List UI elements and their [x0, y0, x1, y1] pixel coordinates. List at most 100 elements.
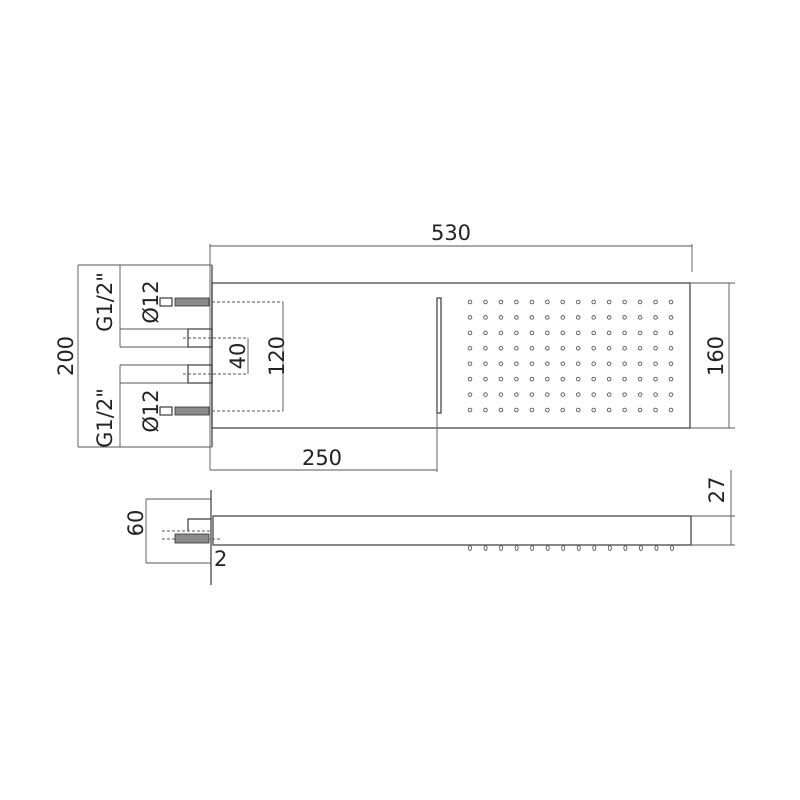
nozzle-dot	[467, 376, 473, 382]
nozzle-dot	[545, 299, 550, 305]
nozzle-dot	[483, 330, 488, 336]
nozzle-dot	[545, 330, 550, 336]
nozzle-dot	[467, 330, 473, 336]
nozzle-dot	[622, 361, 627, 366]
nozzle-dot	[606, 299, 612, 305]
nozzle-dot	[668, 315, 674, 320]
nozzle-dot	[637, 346, 643, 351]
side-nozzle	[483, 545, 488, 551]
nozzle-dot	[498, 407, 504, 413]
nozzle-dot	[591, 361, 596, 366]
nozzle-dot	[637, 315, 643, 320]
nozzle-dot	[653, 346, 658, 351]
side-nozzle	[576, 545, 581, 551]
nozzle-dot	[498, 299, 504, 305]
nozzle-dot	[637, 361, 643, 366]
nozzle-dot	[668, 330, 674, 336]
nozzle-dot	[467, 361, 473, 366]
nozzle-dot	[467, 392, 473, 397]
nozzle-dot	[483, 315, 488, 320]
nozzle-dot	[560, 361, 566, 366]
nozzle-dot	[483, 407, 488, 413]
nozzle-dot	[622, 330, 627, 336]
side-nozzle	[592, 545, 597, 551]
nozzle-dot	[591, 407, 596, 413]
nozzle-dot	[637, 376, 643, 382]
dim-wall-plate-height: 200	[54, 336, 78, 376]
nozzle-dot	[560, 346, 566, 351]
nozzle-dot	[529, 299, 535, 305]
nozzle-dot	[622, 315, 627, 320]
nozzle-dot	[653, 315, 658, 320]
nozzle-dot	[653, 330, 658, 336]
nozzle-grid	[467, 299, 674, 413]
diameter-label-upper: Ø12	[139, 280, 163, 323]
nozzle-dot	[483, 346, 488, 351]
nozzle-dot	[606, 315, 612, 320]
dim-inner-spacing: 40	[226, 343, 250, 370]
nozzle-dot	[653, 392, 658, 397]
nozzle-dot	[514, 361, 519, 366]
nozzle-dot	[591, 392, 596, 397]
nozzle-dot	[483, 361, 488, 366]
nozzle-dot	[529, 346, 535, 351]
nozzle-dot	[575, 299, 581, 305]
nozzle-dot	[514, 330, 519, 336]
nozzle-dot	[514, 299, 519, 305]
nozzle-dot	[560, 407, 566, 413]
nozzle-dot	[545, 392, 550, 397]
inlet-bracket	[187, 518, 211, 531]
nozzle-dot	[575, 392, 581, 397]
nozzle-dot	[591, 346, 596, 351]
nozzle-dot	[498, 361, 504, 366]
nozzle-dot	[575, 315, 581, 320]
nozzle-dot	[514, 315, 519, 320]
nozzle-dot	[545, 376, 550, 382]
dim-wall-depth: 60	[124, 510, 148, 537]
nozzle-dot	[560, 315, 566, 320]
dim-wall-gap: 2	[214, 547, 227, 571]
nozzle-dot	[529, 392, 535, 397]
side-nozzle	[499, 545, 504, 551]
nozzle-dot	[498, 346, 504, 351]
side-nozzle	[545, 545, 550, 551]
nozzle-dot	[606, 392, 612, 397]
nozzle-dot	[575, 346, 581, 351]
nozzle-dot	[637, 392, 643, 397]
nozzle-dot	[606, 361, 612, 366]
nozzle-dot	[637, 330, 643, 336]
nozzle-dot	[591, 376, 596, 382]
nozzle-dot	[653, 361, 658, 366]
nozzle-dot	[483, 299, 488, 305]
nozzle-dot	[514, 392, 519, 397]
side-nozzle	[530, 545, 535, 551]
connector-cap-lower	[159, 406, 173, 416]
side-nozzle	[654, 545, 659, 551]
nozzle-dot	[467, 299, 473, 305]
nozzle-dot	[467, 407, 473, 413]
nozzle-dot	[514, 346, 519, 351]
thread-label-upper: G1/2"	[93, 272, 117, 332]
nozzle-dot	[483, 392, 488, 397]
nozzle-dot	[545, 315, 550, 320]
nozzle-dot	[498, 392, 504, 397]
nozzle-dot	[498, 376, 504, 382]
nozzle-dot	[668, 376, 674, 382]
nozzle-dot	[575, 330, 581, 336]
nozzle-dot	[591, 299, 596, 305]
nozzle-dot	[668, 392, 674, 397]
dim-inlet-spacing: 120	[265, 336, 289, 376]
nozzle-dot	[668, 361, 674, 366]
nozzle-dot	[606, 346, 612, 351]
nozzle-dot	[637, 299, 643, 305]
nozzle-dot	[622, 376, 627, 382]
nozzle-dot	[668, 299, 674, 305]
nozzle-dot	[529, 330, 535, 336]
nozzle-dot	[560, 376, 566, 382]
nozzle-dot	[653, 407, 658, 413]
nozzle-dot	[545, 346, 550, 351]
side-nozzle	[623, 545, 628, 551]
thread-side	[174, 533, 210, 544]
side-nozzle	[561, 545, 566, 551]
nozzle-dot	[514, 376, 519, 382]
